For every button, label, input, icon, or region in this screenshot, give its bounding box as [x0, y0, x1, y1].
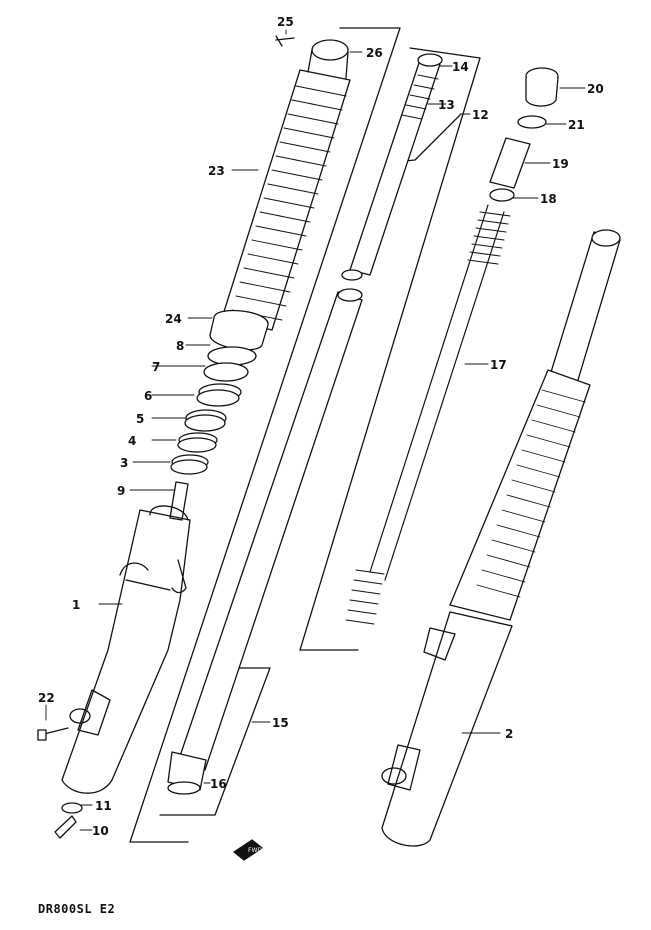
callout-16: 16: [210, 777, 227, 791]
callout-10: 10: [92, 824, 109, 838]
hardware: [37, 35, 295, 839]
bracket-15-16: [159, 667, 271, 816]
callout-18: 18: [540, 192, 557, 206]
callout-4: 4: [128, 434, 136, 448]
fork-cap-parts: [489, 67, 559, 202]
callout-17: 17: [490, 358, 507, 372]
damper-rod-assembly: [341, 53, 443, 281]
right-fork-assembly: [381, 229, 621, 847]
left-outer-tube: [61, 481, 191, 794]
callout-5: 5: [136, 412, 144, 426]
left-bellows: [209, 39, 351, 351]
callout-2: 2: [505, 727, 513, 741]
bracket-12-14: [299, 47, 481, 651]
callout-19: 19: [552, 157, 569, 171]
left-seal-stack: [170, 346, 257, 475]
callouts: 1 2 3 4 5 6 7 8 9 10 11 12 13 14 15 16 1…: [38, 15, 604, 838]
callout-11: 11: [95, 799, 112, 813]
bracket-23-26: [129, 27, 401, 843]
callout-9: 9: [117, 484, 125, 498]
callout-20: 20: [587, 82, 604, 96]
callout-12: 12: [472, 108, 489, 122]
callout-23: 23: [208, 164, 225, 178]
callout-14: 14: [452, 60, 469, 74]
front-direction-arrow: FWD: [233, 839, 263, 861]
fork-spring: [345, 204, 511, 625]
callout-22: 22: [38, 691, 55, 705]
svg-text:FWD: FWD: [248, 847, 262, 854]
callout-3: 3: [120, 456, 128, 470]
callout-6: 6: [144, 389, 152, 403]
callout-25: 25: [277, 15, 294, 29]
callout-1: 1: [72, 598, 80, 612]
callout-26: 26: [366, 46, 383, 60]
diagram-code: DR800SL E2: [38, 902, 116, 916]
callout-15: 15: [272, 716, 289, 730]
callout-21: 21: [568, 118, 585, 132]
callout-24: 24: [165, 312, 182, 326]
callout-8: 8: [176, 339, 184, 353]
left-inner-tube: [167, 288, 363, 795]
callout-13: 13: [438, 98, 455, 112]
callout-7: 7: [152, 360, 160, 374]
